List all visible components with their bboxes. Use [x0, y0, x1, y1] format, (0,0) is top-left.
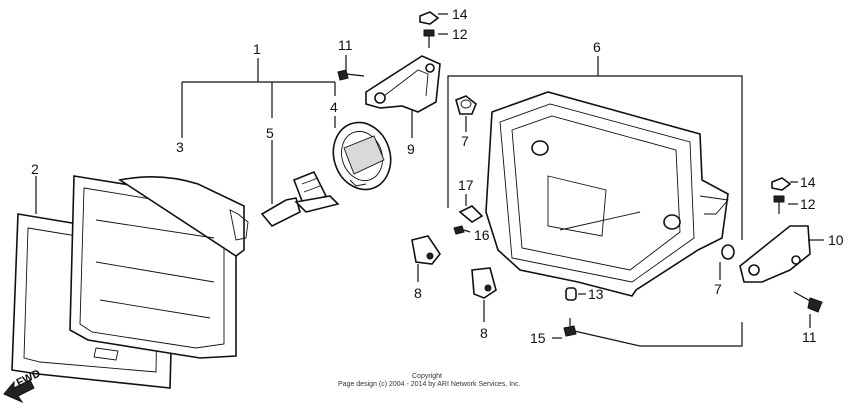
headlight-unit [69, 175, 249, 359]
callout-4: 4 [330, 99, 338, 115]
grommet-7-right [719, 244, 735, 280]
callout-16: 16 [474, 227, 490, 243]
lower-bracket [739, 225, 824, 283]
callout-6-bracket [447, 56, 743, 347]
callout-7-right: 7 [714, 281, 722, 297]
fwd-arrow [3, 379, 35, 404]
nut-14-upper [419, 11, 448, 25]
grommet-13 [565, 287, 586, 301]
bolt-12-lower [773, 195, 798, 214]
callout-7-upper: 7 [461, 133, 469, 149]
callout-2: 2 [31, 161, 39, 177]
callout-13: 13 [588, 286, 604, 302]
callout-1: 1 [253, 41, 261, 57]
callout-8-center: 8 [480, 325, 488, 341]
callout-12-upper: 12 [452, 26, 468, 42]
copyright-line-1: Copyright [412, 373, 442, 380]
callout-1-bracket [181, 58, 336, 138]
bolt-12-upper [423, 29, 448, 48]
socket-cover [332, 116, 392, 191]
clip-8-left [411, 235, 441, 282]
callout-5: 5 [266, 125, 274, 141]
clip-8-center [471, 267, 497, 322]
callout-3: 3 [176, 139, 184, 155]
nut-14-lower [771, 177, 798, 191]
callout-12-lower: 12 [800, 196, 816, 212]
callout-10: 10 [828, 232, 844, 248]
callout-15: 15 [530, 330, 546, 346]
bolt-11-lower [793, 291, 823, 328]
copyright-line-2: Page design (c) 2004 - 2014 by ARI Netwo… [338, 381, 521, 388]
callout-8-left: 8 [414, 285, 422, 301]
bolt-11-upper [337, 55, 365, 81]
screw-16 [453, 225, 471, 235]
callout-11-lower: 11 [802, 329, 817, 345]
callout-6: 6 [593, 39, 601, 55]
callout-17: 17 [458, 177, 474, 193]
screw-15 [552, 318, 577, 339]
headlight-case [485, 91, 729, 297]
callout-9: 9 [407, 141, 415, 157]
clip-17 [458, 194, 484, 223]
callout-14-upper: 14 [452, 6, 468, 22]
upper-bracket [365, 55, 441, 138]
callout-14-lower: 14 [800, 174, 816, 190]
callout-11-upper: 11 [338, 37, 353, 53]
headlight-bulb [260, 140, 340, 227]
grommet-7-upper [455, 95, 477, 132]
